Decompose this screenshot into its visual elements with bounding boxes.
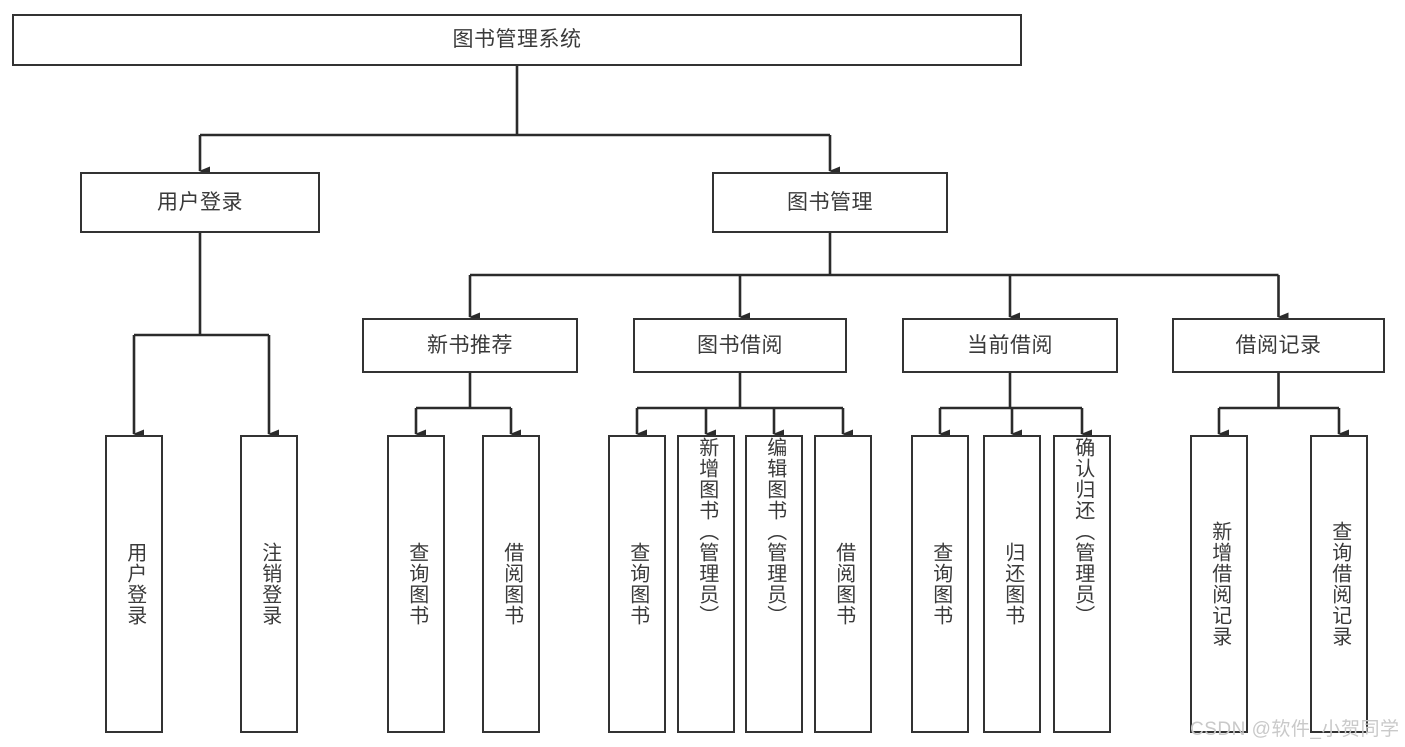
node-root[interactable]: 图书管理系统	[12, 14, 1022, 66]
node-book-borrow[interactable]: 图书借阅	[633, 318, 847, 373]
node-label-leaf-query-book-3: 查询图书	[929, 542, 952, 626]
node-label-borrow-record: 借阅记录	[1235, 333, 1322, 357]
node-leaf-borrow-book-1[interactable]: 借阅图书	[482, 435, 540, 733]
node-label-new-book-rec: 新书推荐	[427, 333, 513, 357]
node-label-book-manage: 图书管理	[787, 190, 873, 214]
node-new-book-rec[interactable]: 新书推荐	[362, 318, 578, 373]
node-label-leaf-confirm-return: 确认归还（管理员）	[1071, 437, 1094, 626]
node-label-user-login: 用户登录	[157, 190, 243, 214]
node-label-book-borrow: 图书借阅	[697, 333, 783, 357]
node-user-login[interactable]: 用户登录	[80, 172, 320, 233]
node-leaf-query-book-3[interactable]: 查询图书	[911, 435, 969, 733]
node-label-leaf-borrow-book-1: 借阅图书	[500, 542, 523, 626]
node-current-borrow[interactable]: 当前借阅	[902, 318, 1118, 373]
node-label-leaf-query-book-2: 查询图书	[626, 542, 649, 626]
node-label-leaf-add-record: 新增借阅记录	[1208, 521, 1231, 647]
node-leaf-query-record[interactable]: 查询借阅记录	[1310, 435, 1368, 733]
node-label-leaf-borrow-book-2: 借阅图书	[832, 542, 855, 626]
node-leaf-logout[interactable]: 注销登录	[240, 435, 298, 733]
watermark-csdn: CSDN @软件_小贺同学	[1190, 719, 1400, 740]
node-label-leaf-logout: 注销登录	[258, 542, 281, 626]
node-label-leaf-edit-book: 编辑图书（管理员）	[763, 437, 786, 626]
node-leaf-edit-book[interactable]: 编辑图书（管理员）	[745, 435, 803, 733]
node-label-root: 图书管理系统	[452, 28, 582, 52]
node-leaf-borrow-book-2[interactable]: 借阅图书	[814, 435, 872, 733]
node-label-leaf-user-login: 用户登录	[123, 542, 146, 626]
edges	[132, 66, 1349, 439]
node-leaf-add-book[interactable]: 新增图书（管理员）	[677, 435, 735, 733]
node-book-manage[interactable]: 图书管理	[712, 172, 948, 233]
node-leaf-user-login[interactable]: 用户登录	[105, 435, 163, 733]
node-label-leaf-query-record: 查询借阅记录	[1328, 521, 1351, 647]
node-label-leaf-add-book: 新增图书（管理员）	[695, 437, 718, 626]
node-borrow-record[interactable]: 借阅记录	[1172, 318, 1385, 373]
node-leaf-add-record[interactable]: 新增借阅记录	[1190, 435, 1248, 733]
node-leaf-query-book-2[interactable]: 查询图书	[608, 435, 666, 733]
node-label-leaf-return-book: 归还图书	[1001, 542, 1024, 626]
node-label-current-borrow: 当前借阅	[967, 333, 1053, 357]
node-label-leaf-query-book-1: 查询图书	[405, 542, 428, 626]
node-leaf-return-book[interactable]: 归还图书	[983, 435, 1041, 733]
node-leaf-confirm-return[interactable]: 确认归还（管理员）	[1053, 435, 1111, 733]
node-leaf-query-book-1[interactable]: 查询图书	[387, 435, 445, 733]
